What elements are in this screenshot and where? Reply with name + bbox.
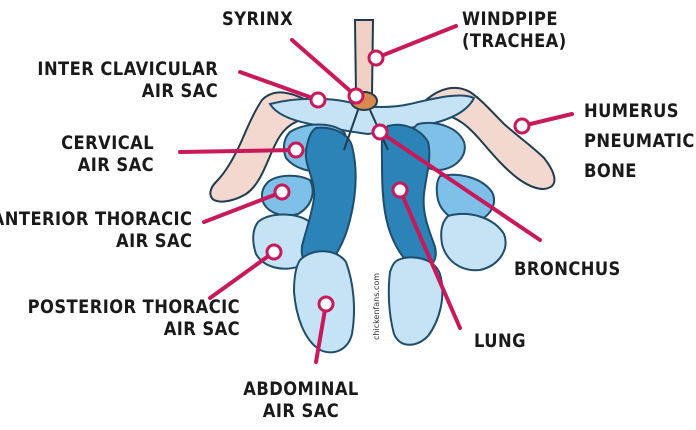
leader-anterior-thoracic [202,190,284,224]
leader-bronchus [378,130,542,242]
label-lung-line1: LUNG [474,330,526,352]
label-cervical-line2: AIR SAC [77,154,154,176]
leader-cervical [178,148,298,154]
leader-syrinx [290,38,358,98]
dot-syrinx [347,87,365,105]
dot-windpipe [367,49,385,67]
label-windpipe-line2: (TRACHEA) [462,30,567,52]
label-humerus-line3: BONE [584,160,637,182]
dot-humerus [513,117,531,135]
left-bronchus [343,109,359,151]
abdominal-air-sac-right [387,256,444,346]
dot-interclavicular [309,91,327,109]
label-abdominal: ABDOMINAL AIR SAC [237,378,366,422]
label-interclavicular: INTER CLAVICULAR AIR SAC [37,58,218,102]
leader-lines [178,24,574,364]
label-anterior-thoracic-line2: AIR SAC [115,230,192,252]
dot-posterior-thoracic [265,243,283,261]
label-syrinx-line1: SYRINX [222,8,294,30]
label-humerus-line1: HUMERUS [584,100,680,122]
label-posterior-thoracic-line2: AIR SAC [163,318,240,340]
label-anterior-thoracic-line1: ANTERIOR THORACIC [0,208,192,230]
leader-posterior-thoracic [208,250,276,300]
label-cervical-line1: CERVICAL [61,132,154,154]
label-humerus: HUMERUS PNEUMATIC BONE [584,96,695,186]
left-humerus-bone [209,91,310,203]
leader-abdominal [314,302,328,364]
dot-bronchus [371,123,389,141]
label-humerus-line2: PNEUMATIC [584,130,695,152]
leader-windpipe [374,24,458,60]
posterior-thoracic-air-sac-right [440,213,507,272]
label-lung: LUNG [474,330,526,352]
label-abdominal-line1: ABDOMINAL [243,378,359,400]
label-bronchus-line1: BRONCHUS [514,258,621,280]
label-posterior-thoracic-line1: POSTERIOR THORACIC [27,296,240,318]
label-abdominal-line2: AIR SAC [262,400,340,422]
watermark: chickenfans.com [372,272,381,340]
callout-dots [265,49,531,313]
label-bronchus: BRONCHUS [514,258,621,280]
label-windpipe-line1: WINDPIPE [462,8,558,30]
label-interclavicular-line1: INTER CLAVICULAR [37,58,218,80]
label-posterior-thoracic: POSTERIOR THORACIC AIR SAC [27,296,240,340]
dot-lung [391,181,409,199]
dot-abdominal [317,295,335,313]
label-windpipe: WINDPIPE (TRACHEA) [462,8,567,52]
right-lung [380,123,437,270]
dot-anterior-thoracic [273,183,291,201]
dot-cervical [287,141,305,159]
leader-humerus [520,112,574,128]
label-anterior-thoracic: ANTERIOR THORACIC AIR SAC [0,208,192,252]
label-cervical: CERVICAL AIR SAC [61,132,154,176]
leader-lung [398,188,462,330]
label-interclavicular-line2: AIR SAC [141,80,218,102]
label-syrinx: SYRINX [222,8,293,30]
leader-interclavicular [238,70,320,102]
